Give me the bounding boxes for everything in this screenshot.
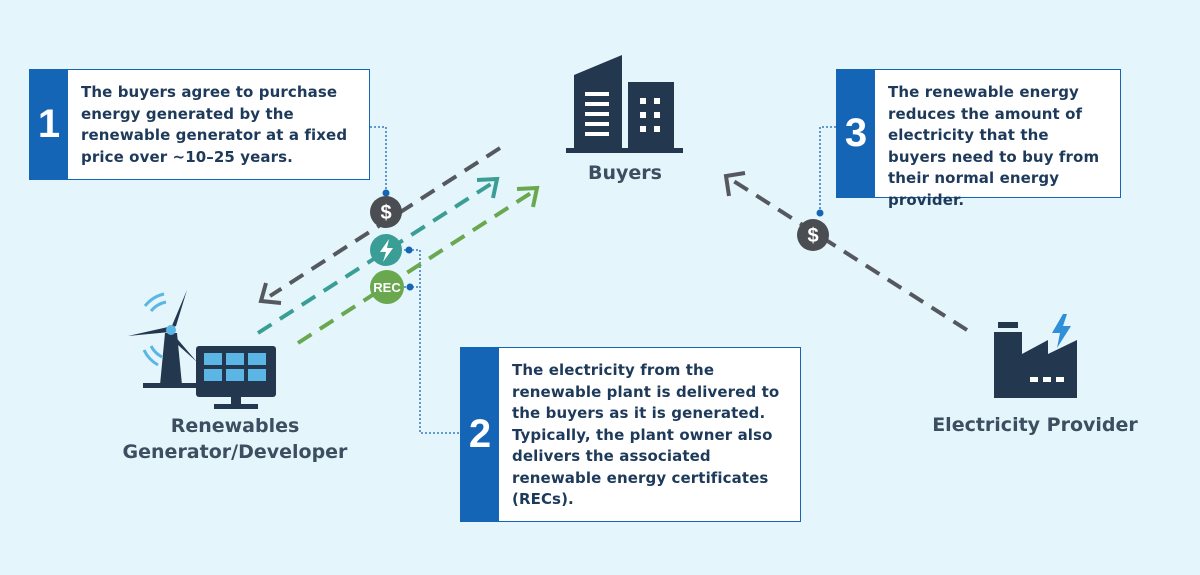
solar-panel-icon bbox=[196, 346, 276, 409]
generator-label: Renewables Generator/Developer bbox=[120, 413, 350, 465]
step-description: The renewable energy reduces the amount … bbox=[888, 83, 1100, 209]
connector-step2-electricity bbox=[392, 249, 460, 434]
generator-label-line1: Renewables bbox=[170, 415, 300, 437]
step-number: 3 bbox=[837, 70, 875, 197]
connector-step1-dollar bbox=[370, 126, 387, 193]
wind-turbine-icon bbox=[128, 290, 203, 388]
connector-dots bbox=[382, 189, 824, 291]
dollar-badge-1: $ bbox=[370, 196, 402, 228]
lightning-bolt-icon bbox=[1052, 314, 1071, 348]
rec-arrow bbox=[296, 185, 540, 345]
electricity-badge bbox=[370, 234, 402, 266]
buyers-label: Buyers bbox=[588, 162, 662, 184]
step-number: 1 bbox=[30, 70, 68, 179]
lightning-bolt-icon bbox=[380, 239, 393, 262]
rec-label: REC bbox=[373, 280, 401, 295]
step-1-box: 1 The buyers agree to purchase energy ge… bbox=[29, 69, 370, 180]
step-description: The electricity from the renewable plant… bbox=[512, 361, 780, 508]
step-number: 2 bbox=[461, 348, 499, 521]
generator-label-line2: Generator/Developer bbox=[122, 441, 348, 463]
factory-icon bbox=[994, 314, 1077, 398]
connector-step3-dollar bbox=[819, 126, 836, 213]
step-3-box: 3 The renewable energy reduces the amoun… bbox=[836, 69, 1121, 209]
step-description: The buyers agree to purchase energy gene… bbox=[81, 83, 348, 166]
provider-label: Electricity Provider bbox=[932, 414, 1138, 436]
step-2-box: 2 The electricity from the renewable pla… bbox=[460, 347, 801, 522]
dollar-badge-2: $ bbox=[797, 219, 829, 251]
dollar-icon: $ bbox=[807, 225, 818, 247]
building-icon bbox=[566, 55, 683, 153]
dollar-icon: $ bbox=[380, 202, 391, 224]
provider-money-arrow bbox=[723, 171, 969, 332]
rec-badge: REC bbox=[370, 270, 404, 304]
